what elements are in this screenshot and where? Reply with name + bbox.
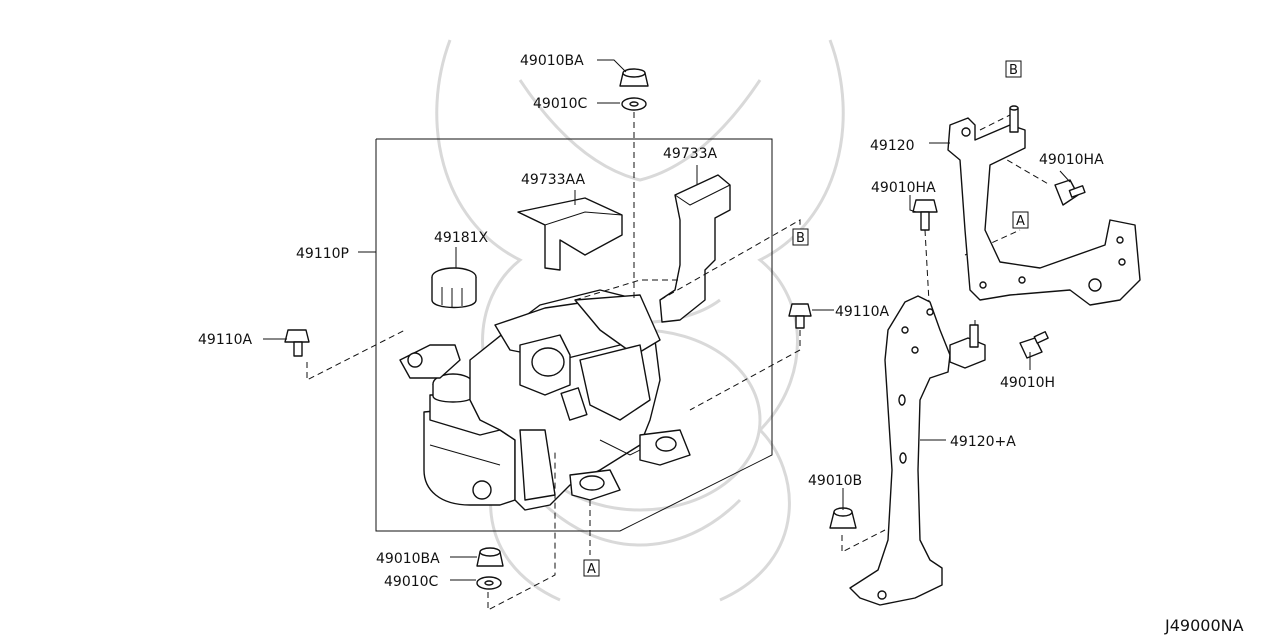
callout-label: 49010B [808, 473, 862, 489]
upper-bracket [947, 105, 1141, 306]
callout-label: 49010BA [520, 53, 584, 69]
reference-box [1012, 211, 1029, 229]
callout-label: 49110A [198, 332, 253, 348]
reference-mark-label: B [796, 231, 805, 246]
reference-box [792, 228, 809, 246]
reference-mark-label: B [1009, 63, 1018, 78]
reference-mark-label: A [587, 562, 596, 577]
bolt-bracket-1 [912, 199, 938, 231]
bolt-left [284, 329, 310, 357]
bolt-right [788, 303, 812, 329]
leader-lines [263, 59, 1071, 581]
mounting-bracket [399, 344, 691, 501]
nut-bracket [829, 507, 857, 529]
reservoir-cap [431, 267, 477, 309]
callout-label: 49010C [533, 96, 588, 112]
reference-box [583, 559, 600, 577]
callout-label: 49110P [296, 246, 349, 262]
insulator-pad [517, 197, 623, 271]
callout-label: 49110A [835, 304, 890, 320]
insulator-pad-vertical [659, 174, 731, 323]
callout-label: 49010C [384, 574, 439, 590]
callout-label: 49733AA [521, 172, 586, 188]
hydraulic-unit-body [469, 289, 661, 511]
lower-bracket [849, 295, 986, 606]
assembly-frame [375, 138, 773, 532]
callout-label: 49010BA [376, 551, 440, 567]
callout-label: 49010H [1000, 375, 1055, 391]
reference-marks: B B A A [583, 60, 1029, 577]
callout-label: 49181X [434, 230, 489, 246]
callout-labels: 49010BA 49010C 49733A 49733AA 49181X 491… [198, 53, 1104, 590]
callout-label: 49120 [870, 138, 915, 154]
callout-label: 49010HA [1039, 152, 1104, 168]
callout-label: 49120+A [950, 434, 1016, 450]
drawing-code: J49000NA [1164, 616, 1244, 635]
reference-mark-label: A [1016, 214, 1025, 229]
bolt-bracket-3 [1019, 331, 1049, 359]
nut-top [619, 68, 649, 87]
callout-label: 49010HA [871, 180, 936, 196]
callout-label: 49733A [663, 146, 718, 162]
fasteners [284, 68, 1086, 590]
reference-box [1005, 60, 1022, 78]
bolt-bracket-2 [1054, 179, 1086, 206]
nut-bottom [476, 547, 504, 567]
washer-top [621, 97, 647, 111]
washer-bottom [476, 576, 502, 590]
